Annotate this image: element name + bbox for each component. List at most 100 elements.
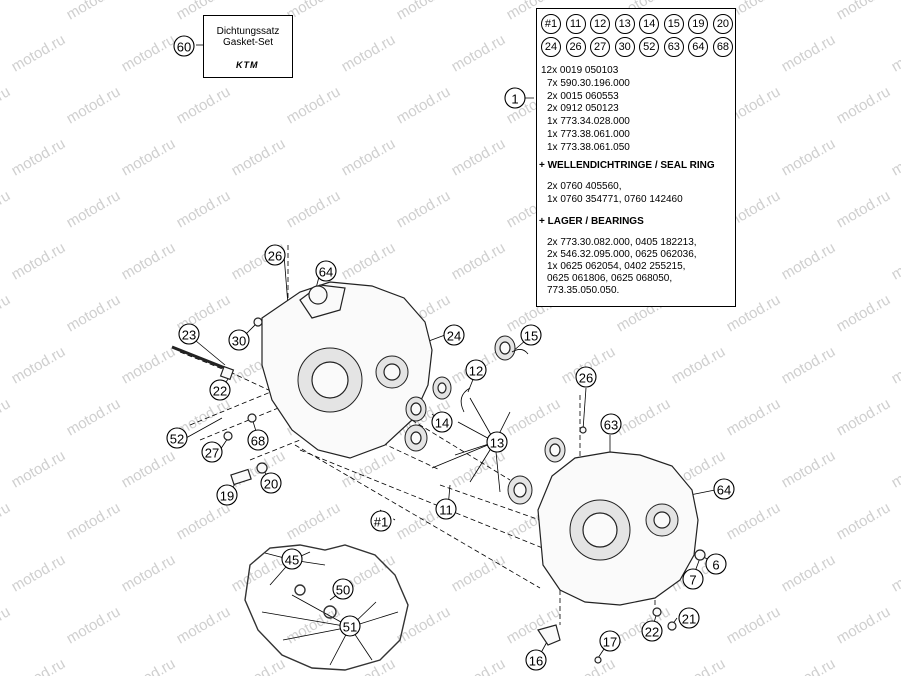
- legend-chip: 12: [590, 14, 611, 34]
- callout-label: 16: [529, 654, 543, 669]
- watermark-text: motod.ru: [174, 603, 234, 647]
- watermark-text: motod.ru: [834, 395, 894, 439]
- legend-seal-line: 1x 0760 354771, 0760 142460: [547, 193, 683, 205]
- watermark-text: motod.ru: [394, 603, 454, 647]
- callout-label: 17: [603, 635, 617, 650]
- watermark-text: motod.ru: [119, 135, 179, 179]
- callout-60: 60: [173, 35, 195, 57]
- callout-16: 16: [525, 649, 547, 671]
- watermark-text: motod.ru: [9, 135, 69, 179]
- watermark-text: motod.ru: [394, 0, 454, 23]
- legend-part-line: 7x 590.30.196.000: [547, 77, 630, 89]
- callout-label: 13: [490, 436, 504, 451]
- watermark-text: motod.ru: [889, 343, 901, 387]
- callout-label: 30: [232, 334, 246, 349]
- watermark-text: motod.ru: [889, 31, 901, 75]
- callout-hash1: #1: [370, 510, 392, 532]
- watermark-text: motod.ru: [0, 395, 13, 439]
- watermark-text: motod.ru: [449, 239, 509, 283]
- callout-22b: 22: [641, 620, 663, 642]
- callout-23: 23: [178, 323, 200, 345]
- legend-chip: 26: [565, 37, 586, 57]
- callout-label: 22: [213, 384, 227, 399]
- callout-label: #1: [374, 515, 388, 530]
- callout-17: 17: [599, 630, 621, 652]
- callout-label: 26: [268, 249, 282, 264]
- watermark-text: motod.ru: [834, 187, 894, 231]
- watermark-text: motod.ru: [0, 83, 13, 127]
- legend-part-line: 1x 773.34.028.000: [547, 116, 630, 128]
- watermark-text: motod.ru: [284, 499, 344, 543]
- callout-64b: 64: [713, 478, 735, 500]
- watermark-text: motod.ru: [394, 187, 454, 231]
- watermark-text: motod.ru: [559, 655, 619, 676]
- callout-13: 13: [486, 431, 508, 453]
- legend-part-line: 2x 0912 050123: [547, 103, 619, 115]
- bearings: [171, 317, 566, 505]
- watermark-text: motod.ru: [834, 499, 894, 543]
- watermark-text: motod.ru: [504, 395, 564, 439]
- watermark-text: motod.ru: [834, 291, 894, 335]
- gasket-set-en: Gasket-Set: [222, 37, 274, 48]
- watermark-text: motod.ru: [779, 343, 839, 387]
- watermark-text: motod.ru: [889, 655, 901, 676]
- watermark-text: motod.ru: [64, 187, 124, 231]
- watermark-text: motod.ru: [834, 0, 894, 23]
- callout-label: 22: [645, 625, 659, 640]
- callout-label: 19: [220, 489, 234, 504]
- watermark-text: motod.ru: [284, 187, 344, 231]
- watermark-text: motod.ru: [339, 135, 399, 179]
- watermark-text: motod.ru: [889, 447, 901, 491]
- callout-label: 24: [447, 329, 461, 344]
- legend-chip: 52: [639, 37, 660, 57]
- watermark-text: motod.ru: [9, 31, 69, 75]
- legend-chip: 24: [541, 37, 561, 57]
- watermark-text: motod.ru: [889, 135, 901, 179]
- callout-label: 1: [511, 92, 518, 107]
- legend-chip: 27: [590, 37, 611, 57]
- callout-26a: 26: [264, 244, 286, 266]
- legend-chip: 15: [663, 14, 684, 34]
- callout-20: 20: [260, 472, 282, 494]
- watermark-text: motod.ru: [9, 343, 69, 387]
- callout-24: 24: [443, 324, 465, 346]
- watermark-text: motod.ru: [174, 83, 234, 127]
- watermark-text: motod.ru: [779, 447, 839, 491]
- callout-main1: 1: [504, 87, 526, 109]
- callout-6: 6: [705, 553, 727, 575]
- watermark-text: motod.ru: [64, 0, 124, 23]
- gasket-set-de: Dichtungssatz: [216, 26, 280, 37]
- watermark-text: motod.ru: [339, 31, 399, 75]
- watermark-text: motod.ru: [119, 551, 179, 595]
- watermark-text: motod.ru: [669, 655, 729, 676]
- legend-chip: 11: [565, 14, 586, 34]
- callout-11: 11: [435, 498, 457, 520]
- watermark-text: motod.ru: [724, 395, 784, 439]
- legend-chip: 63: [663, 37, 684, 57]
- callout-label: 63: [604, 418, 618, 433]
- legend-chip: 20: [712, 14, 733, 34]
- watermark-text: motod.ru: [174, 499, 234, 543]
- legend-chip: 68: [712, 37, 733, 57]
- watermark-text: motod.ru: [119, 447, 179, 491]
- left-crankcase-half: [261, 281, 433, 459]
- callout-label: 52: [170, 432, 184, 447]
- callout-30: 30: [228, 329, 250, 351]
- watermark-text: motod.ru: [779, 655, 839, 676]
- watermark-text: motod.ru: [64, 83, 124, 127]
- watermark-text: motod.ru: [0, 187, 13, 231]
- legend-chip: 14: [639, 14, 660, 34]
- legend-chip: 13: [614, 14, 635, 34]
- watermark-text: motod.ru: [834, 83, 894, 127]
- callout-label: 64: [319, 265, 333, 280]
- watermark-text: motod.ru: [779, 551, 839, 595]
- watermark-text: motod.ru: [119, 239, 179, 283]
- watermark-text: motod.ru: [0, 603, 13, 647]
- callout-label: 68: [251, 434, 265, 449]
- callout-22a: 22: [209, 379, 231, 401]
